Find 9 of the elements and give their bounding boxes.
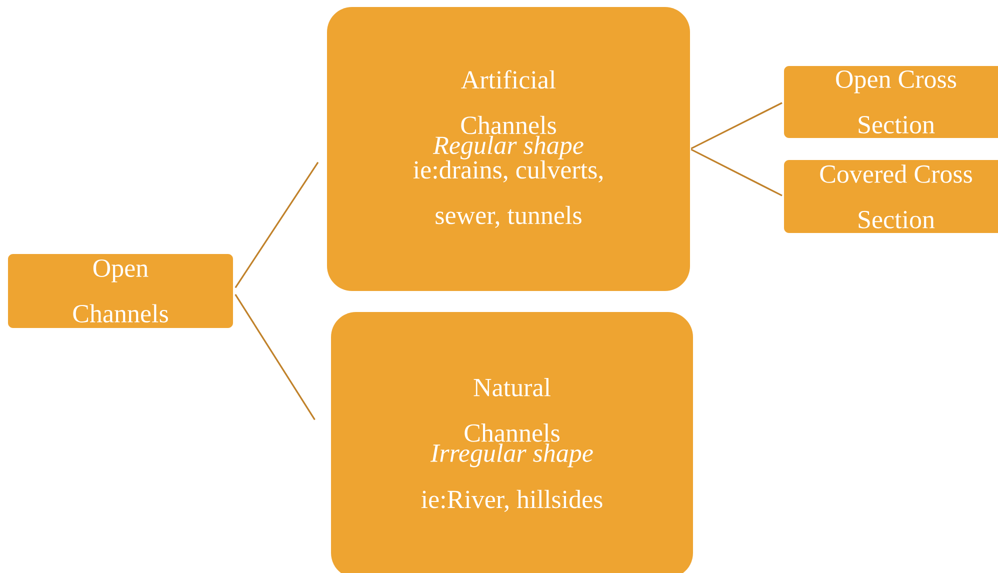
connector-line xyxy=(690,148,782,196)
channel-box: Open Cross Section xyxy=(784,66,998,138)
channel-box: Covered Cross Section xyxy=(784,160,998,233)
channel-box: Open Channels xyxy=(8,254,233,328)
channel-box: Natural Channels Irregular shape ie:River, hillsides xyxy=(331,312,693,573)
channel-box: Artificial Channels Regular shape ie:drains, culverts, sewer, tunnels xyxy=(327,7,690,291)
connector-line xyxy=(690,102,782,150)
connector-line xyxy=(234,162,319,288)
connector-line xyxy=(234,294,316,420)
